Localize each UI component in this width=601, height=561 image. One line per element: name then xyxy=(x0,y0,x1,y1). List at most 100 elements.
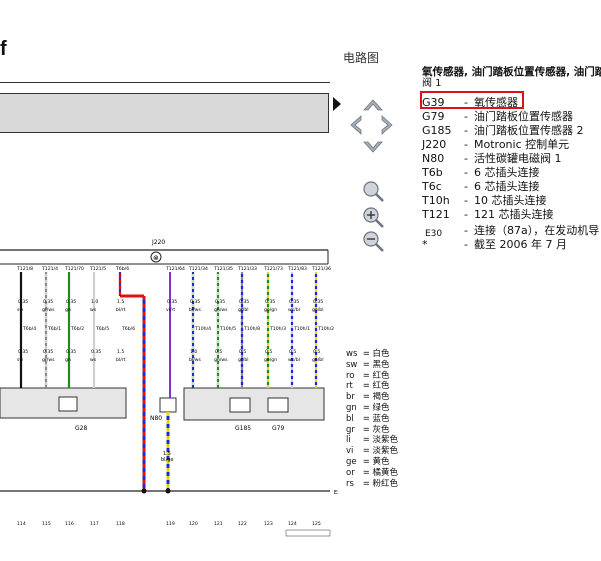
pin-top-label: T121/33 xyxy=(237,266,257,272)
legend-dash: - xyxy=(464,152,468,165)
bottom-wire-size: 1.5 xyxy=(163,451,171,457)
color-code-abbr: br xyxy=(346,392,355,403)
color-code-ro: ro = 红色 xyxy=(346,371,398,382)
wiring-diagram: f J220 ⊗ G28 N80 G185 G79 xyxy=(0,38,341,537)
wire-size-label: 0.5 xyxy=(265,349,272,355)
wire-size-label: 1.5 xyxy=(117,299,124,305)
wire-size-label: 0.35 xyxy=(215,299,225,305)
pan-left-icon[interactable] xyxy=(343,112,369,138)
wire-size-label: 0.35 xyxy=(265,299,275,305)
panel-title: 电路图 xyxy=(343,51,380,65)
wire-size-label: 0.35 xyxy=(43,299,53,305)
color-code-name: 蓝色 xyxy=(372,413,390,424)
wire-size-label: 0.35 xyxy=(313,299,323,305)
column-number: 122 xyxy=(238,521,247,527)
legend-subtitle: 阀 1 xyxy=(422,78,442,89)
sensor-g185-g79-box xyxy=(183,387,325,421)
legend-description: 10 芯插头连接 xyxy=(474,194,547,207)
legend-description: 截至 2006 年 7 月 xyxy=(474,238,567,251)
color-code-abbr: or xyxy=(346,467,355,478)
page-marker: f xyxy=(0,38,7,60)
color-code-name: 淡紫色 xyxy=(372,435,399,446)
color-code-equals: = xyxy=(360,424,373,435)
wire-color-label: gn xyxy=(65,358,71,363)
wire-size-label: 0.5 xyxy=(215,349,222,355)
legend-code: * xyxy=(422,238,428,251)
pan-up-icon[interactable] xyxy=(360,92,386,118)
legend-dash: - xyxy=(464,224,468,237)
color-code-abbr: bl xyxy=(346,413,354,424)
sensor-g28-label: G28 xyxy=(75,425,87,432)
pan-down-icon[interactable] xyxy=(360,134,386,160)
legend-dash: - xyxy=(464,96,468,109)
legend-dash: - xyxy=(464,138,468,151)
legend-description: 活性碳罐电磁阀 1 xyxy=(474,152,562,165)
color-code-name: 绿色 xyxy=(372,402,390,413)
legend-dash: - xyxy=(464,110,468,123)
wire-color-label: bl/rt xyxy=(116,307,126,313)
color-code-abbr: gr xyxy=(346,424,355,435)
pin-mid-label: T6b/6 xyxy=(121,326,135,332)
wire-size-label: 0.5 xyxy=(313,349,320,355)
column-number: 118 xyxy=(116,521,125,527)
wire-size-label: 0.35 xyxy=(190,299,200,305)
color-code-equals: = xyxy=(360,381,373,392)
color-code-rs: rs = 粉红色 xyxy=(346,479,398,490)
diagram-next-arrow-icon[interactable] xyxy=(333,97,341,111)
color-code-name: 淡紫色 xyxy=(372,446,399,457)
color-code-name: 粉红色 xyxy=(372,478,399,489)
color-code-ws: ws = 白色 xyxy=(346,349,398,360)
wire-size-label: 0.35 xyxy=(289,299,299,305)
color-code-name: 红色 xyxy=(372,381,390,392)
wire-size-label: 0.35 xyxy=(66,349,76,355)
legend-description: 氧传感器 xyxy=(474,96,518,109)
color-code-vi: vi = 淡紫色 xyxy=(346,446,398,457)
color-code-abbr: sw xyxy=(346,359,358,370)
wire-size-label: 0.35 xyxy=(18,349,28,355)
pin-top-label: T121/5 xyxy=(89,266,106,272)
zoom-fit-icon[interactable] xyxy=(360,178,386,204)
ground-symbol-glyph: ⊗ xyxy=(153,254,159,262)
column-number: 116 xyxy=(65,521,74,527)
legend-title: 氧传感器, 油门踏板位置传感器, 油门踏板位置传感器 2 xyxy=(422,66,601,78)
pin-mid-label: T10h/1 xyxy=(293,326,310,332)
wire-color-label: ws/bl xyxy=(288,357,300,363)
color-code-equals: = xyxy=(360,446,373,457)
header-rule xyxy=(0,82,330,83)
zoom-in-icon[interactable] xyxy=(360,204,386,230)
color-code-abbr: rs xyxy=(346,478,354,489)
pin-mid-label: T6b/4 xyxy=(22,326,36,332)
color-code-equals: = xyxy=(360,349,373,359)
color-code-equals: = xyxy=(360,392,373,403)
pin-top-label: T6b/6 xyxy=(115,266,129,272)
wire-size-label: 0.35 xyxy=(18,299,28,305)
legend-dash: - xyxy=(464,208,468,221)
color-code-ge: ge = 黄色 xyxy=(346,457,398,468)
zoom-out-icon[interactable] xyxy=(360,228,386,254)
legend-code: G185 xyxy=(422,124,452,137)
legend-code: J220 xyxy=(422,138,447,151)
color-code-abbr: gn xyxy=(346,402,357,413)
wire-color-label: gr/ws xyxy=(42,357,55,363)
color-code-abbr: rt xyxy=(346,381,353,392)
wire-color-label: ws/bl xyxy=(288,307,300,313)
pin-top-label: T121/8 xyxy=(16,266,33,272)
ground-symbol-icon xyxy=(150,251,162,263)
wire-color-label: ge/bl xyxy=(312,307,323,313)
color-code-equals: = xyxy=(360,359,373,370)
color-code-gr: gr = 灰色 xyxy=(346,425,398,436)
pin-top-label: T121/35 xyxy=(213,266,233,272)
color-code-equals: = xyxy=(360,413,373,424)
wire-size-label: 1.5 xyxy=(117,349,124,355)
wire-color-label: bl/rt xyxy=(116,357,126,363)
legend-dash: - xyxy=(464,166,468,179)
column-number: 115 xyxy=(42,521,51,527)
column-number: 119 xyxy=(166,521,175,527)
sensor-g185-element xyxy=(229,397,251,413)
column-number: 120 xyxy=(189,521,198,527)
color-code-rt: rt = 红色 xyxy=(346,381,398,392)
wire-color-label: ge/gn xyxy=(264,307,277,313)
pan-right-icon[interactable] xyxy=(374,112,400,138)
wire-color-label: ws xyxy=(90,358,97,363)
